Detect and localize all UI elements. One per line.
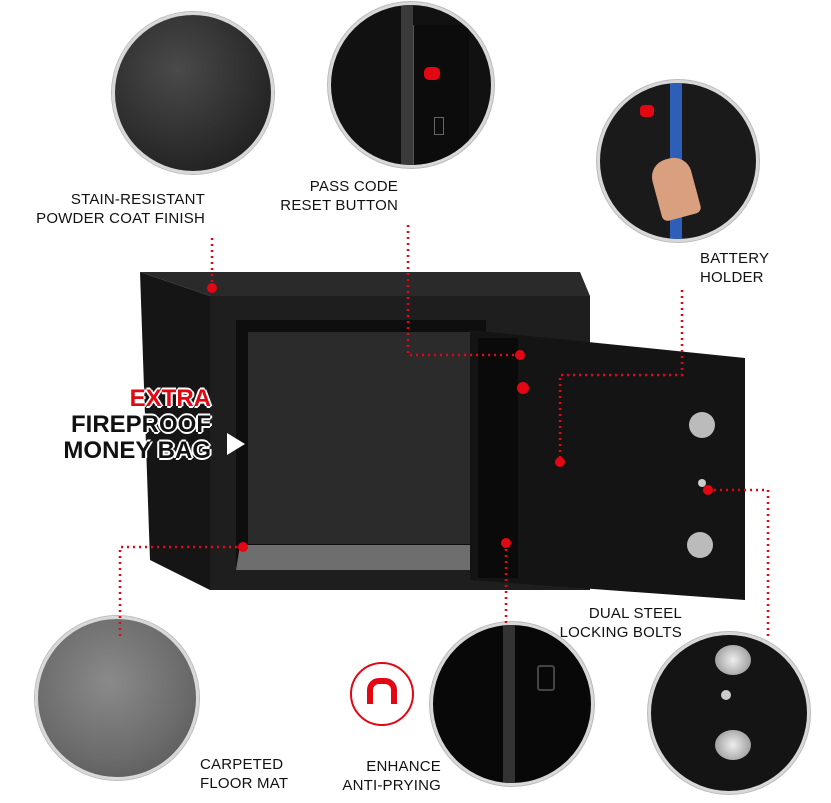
label-line: STAIN-RESISTANT — [70, 191, 205, 208]
safe-door — [470, 330, 745, 600]
powder-coat-detail-image — [112, 12, 274, 174]
marker-floor-mat — [238, 542, 248, 552]
anti-prying-detail-image — [430, 622, 594, 786]
label-powder-coat: STAIN-RESISTANT POWDER COAT FINISH — [36, 190, 205, 228]
callout-lines — [118, 225, 770, 640]
safe-side — [140, 272, 210, 590]
label-line: POWDER COAT FINISH — [36, 210, 205, 227]
floor-mat-detail-image — [35, 616, 199, 780]
callout-highlight: EXTRA — [129, 385, 211, 412]
label-battery: BATTERY HOLDER — [700, 249, 769, 287]
money-bag — [248, 332, 470, 544]
brand-logo — [350, 662, 414, 726]
brand-logo-mark — [367, 678, 397, 704]
marker-powder-coat — [207, 283, 217, 293]
label-line: PASS CODE — [309, 178, 398, 195]
fireproof-bag-callout: EXTRA FIREPROOF MONEY BAG — [63, 386, 211, 464]
label-line: LOCKING BOLTS — [559, 624, 682, 641]
label-floor-mat: CARPETED FLOOR MAT — [200, 755, 288, 793]
arrow-right-icon — [227, 433, 245, 455]
label-line: BATTERY — [700, 250, 770, 267]
floor-mat — [236, 545, 486, 570]
locking-bolt — [687, 532, 713, 558]
label-line: ANTI-PRYING — [342, 777, 441, 794]
locking-bolt — [689, 412, 715, 438]
safe-top — [140, 272, 590, 296]
label-line: FLOOR MAT — [200, 775, 289, 792]
battery-holder-detail-image — [597, 80, 759, 242]
label-line: CARPETED — [200, 756, 284, 773]
callout-line: FIREPROOF — [70, 411, 211, 438]
marker-bolts — [703, 485, 713, 495]
label-anti-prying: ENHANCE ANTI-PRYING — [342, 757, 441, 795]
locking-bolts-detail-image — [648, 632, 810, 794]
label-line: DUAL STEEL — [588, 605, 682, 622]
label-bolts: DUAL STEEL LOCKING BOLTS — [560, 604, 682, 642]
callout-line: MONEY BAG — [63, 437, 211, 464]
marker-reset-button-door — [517, 382, 529, 394]
marker-battery — [555, 457, 565, 467]
reset-button-detail-image — [328, 2, 494, 168]
marker-anti-prying — [501, 538, 511, 548]
label-line: RESET BUTTON — [280, 197, 398, 214]
label-reset-button: PASS CODE RESET BUTTON — [280, 177, 398, 215]
label-line: HOLDER — [700, 269, 764, 286]
marker-reset-button — [515, 350, 525, 360]
label-line: ENHANCE — [366, 758, 441, 775]
